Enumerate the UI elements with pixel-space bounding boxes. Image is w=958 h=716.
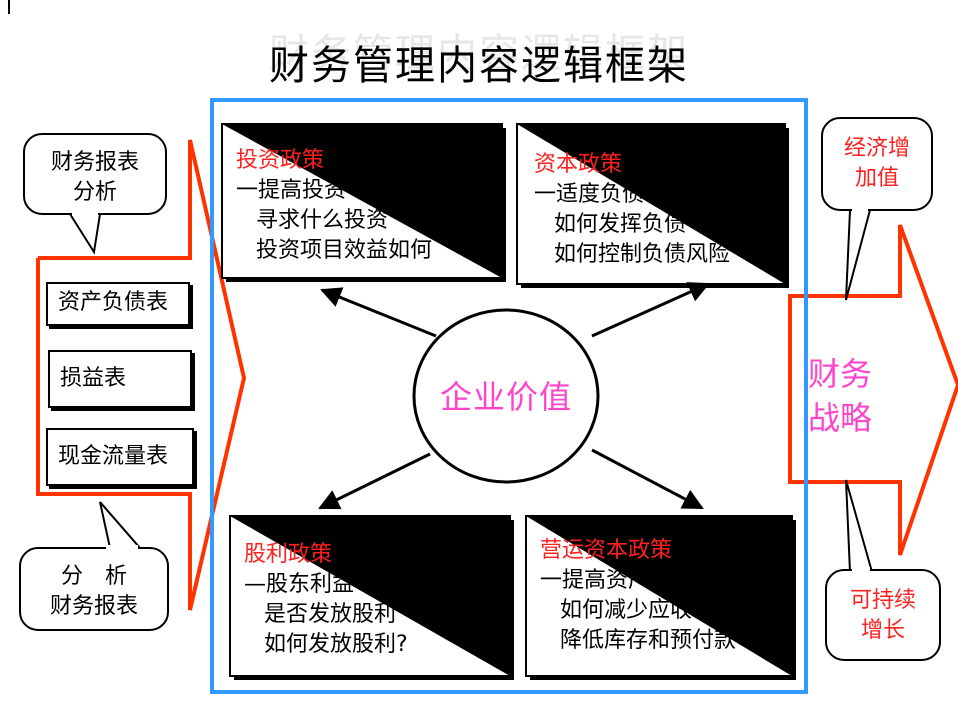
callout-financial-analysis-bottom [19, 501, 169, 631]
corner-mark [8, 0, 10, 14]
working-capital-line-2: 如何减少应收 [560, 598, 693, 623]
dividend-policy-text: 股利政策 —股东利益 是否发放股利 如何发放股利? [244, 540, 408, 660]
arrow-to-capital [591, 282, 710, 338]
working-capital-line-3: 降低库存和预付款 [560, 628, 737, 653]
arrow-to-dividend [318, 452, 431, 510]
arrow-to-investment [320, 287, 437, 338]
main-frame [210, 98, 808, 694]
capital-line-2: 如何发挥负债 [554, 212, 687, 237]
page-title: 财务管理内容逻辑框架 [269, 43, 689, 89]
investment-policy-box [221, 123, 506, 282]
eva-line-2: 加值 [854, 166, 899, 191]
investment-line-2: 寻求什么投资 [256, 208, 389, 233]
dividend-line-2: 是否发放股利 [264, 602, 397, 627]
left-red-arrow-outline [36, 139, 247, 611]
cash-flow-box: 现金流量表 [46, 428, 194, 486]
callout-eva [821, 117, 933, 301]
working-capital-line-1: 一提高资产 [540, 568, 651, 593]
investment-policy-title: 投资政策 [236, 148, 325, 173]
sustainable-growth-line-2: 增长 [860, 618, 905, 643]
capital-policy-text: 资本政策 一适度负债 如何发挥负债 如何控制负债风险 [534, 150, 730, 270]
dividend-policy-box [229, 515, 514, 680]
financial-strategy-line-2: 战略 [807, 399, 872, 437]
working-capital-policy-box [525, 515, 796, 680]
cash-flow-label: 现金流量表 [58, 444, 169, 469]
capital-policy-title: 资本政策 [534, 152, 623, 177]
callout-bottom-line-2: 财务报表 [49, 594, 138, 619]
balance-sheet-box: 资产负债表 [46, 282, 190, 326]
dividend-line-3: 如何发放股利? [264, 632, 408, 657]
investment-line-1: 一提高投资 [236, 178, 347, 203]
dividend-line-1: —股东利益 [244, 572, 355, 597]
sustainable-growth-line-1: 可持续 [849, 588, 916, 613]
dividend-policy-title: 股利政策 [244, 542, 333, 567]
callout-top-line-1: 财务报表 [50, 150, 139, 175]
right-red-arrow [788, 224, 958, 556]
balance-sheet-label: 资产负债表 [58, 290, 169, 315]
income-statement-label: 损益表 [60, 366, 127, 391]
eva-line-1: 经济增 [843, 136, 910, 161]
callout-financial-analysis-top [23, 133, 167, 255]
center-ellipse [412, 308, 600, 484]
callout-top-line-2: 分析 [72, 180, 117, 205]
income-statement-box: 损益表 [48, 350, 192, 408]
capital-line-1: 一适度负债 [534, 182, 645, 207]
capital-line-3: 如何控制负债风险 [554, 242, 731, 267]
enterprise-value-label: 企业价值 [439, 378, 572, 416]
investment-line-3: 投资项目效益如何 [256, 238, 433, 263]
callout-bottom-text: 分 析 财务报表 [20, 562, 168, 622]
arrow-to-working-capital [591, 448, 704, 510]
sustainable-growth-text: 可持续 增长 [826, 586, 940, 646]
working-capital-policy-text: 营运资本政策 一提高资产 如何减少应收 降低库存和预付款 [540, 536, 736, 656]
investment-policy-text: 投资政策 一提高投资 寻求什么投资 投资项目效益如何 [236, 146, 432, 266]
financial-strategy-line-1: 财务 [807, 355, 872, 393]
callout-top-text: 财务报表 分析 [24, 148, 166, 208]
title-ghost: 财务管理内容逻辑框架 [269, 31, 689, 77]
capital-policy-box [516, 123, 789, 288]
callout-sustainable-growth [825, 479, 941, 661]
financial-strategy-label: 财务 战略 [800, 352, 880, 440]
callout-bottom-line-1: 分 析 [60, 564, 127, 589]
eva-text: 经济增 加值 [822, 134, 932, 194]
working-capital-policy-title: 营运资本政策 [540, 538, 673, 563]
